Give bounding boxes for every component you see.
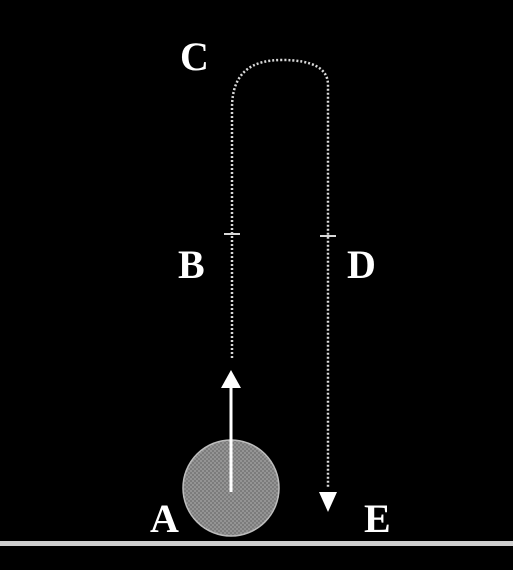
label-e: E — [364, 496, 391, 541]
label-b: B — [178, 242, 205, 287]
trajectory-path — [230, 58, 330, 488]
label-a: A — [150, 496, 179, 541]
label-c: C — [180, 34, 209, 79]
down-arrowhead — [319, 492, 337, 512]
up-arrowhead — [221, 370, 241, 388]
label-d: D — [347, 242, 376, 287]
ground-line — [0, 541, 513, 546]
